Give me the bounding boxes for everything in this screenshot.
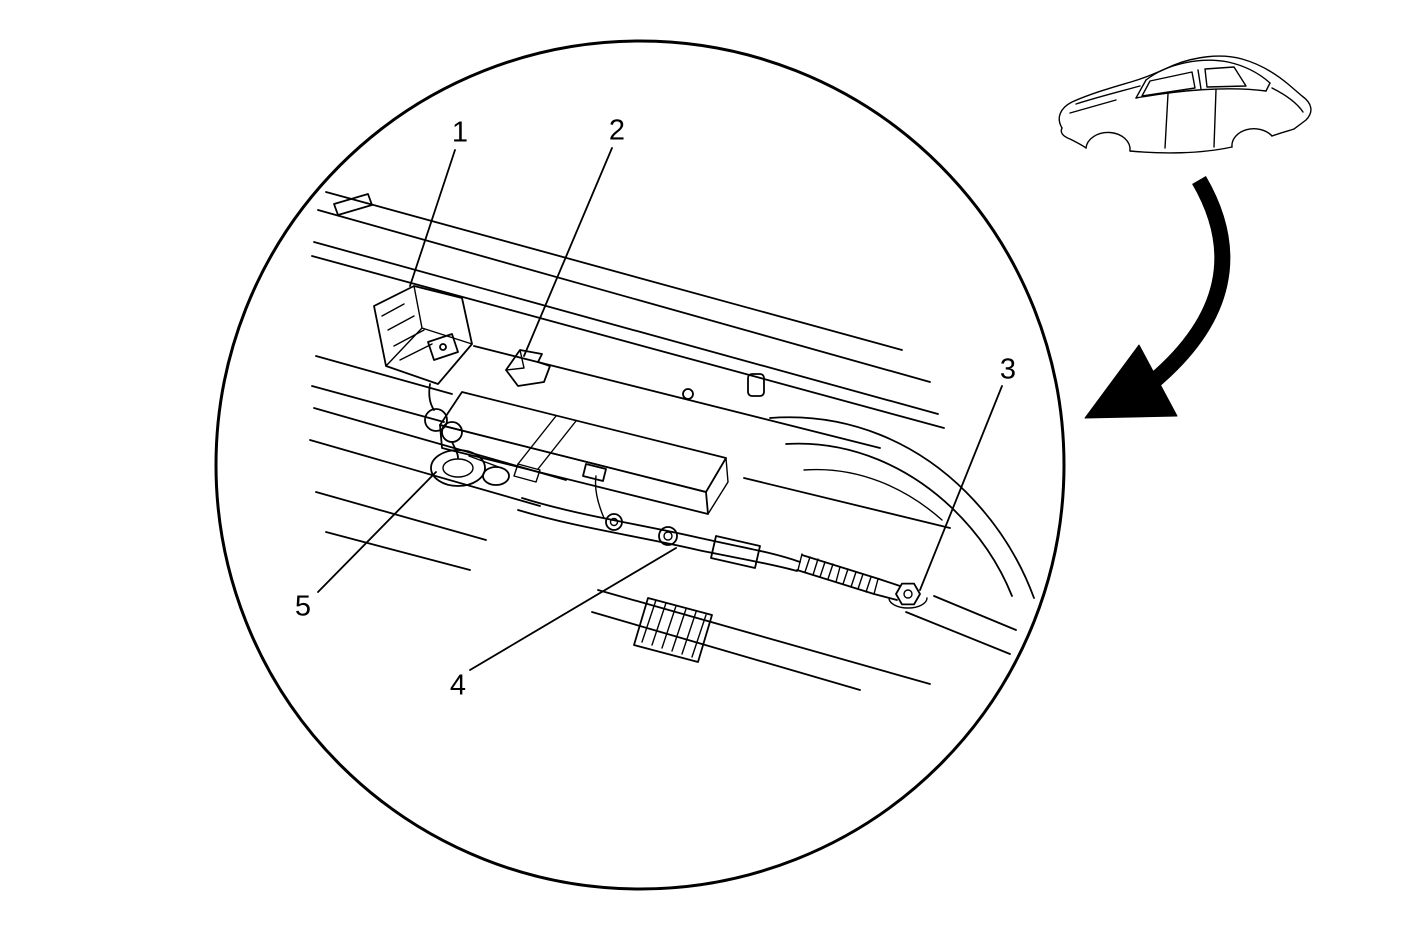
callout-label-1: 1: [451, 116, 469, 149]
callout-label-2: 2: [608, 114, 626, 147]
vent-grille-hatch: [591, 589, 1017, 691]
direction-arrow-icon: [1084, 175, 1231, 419]
leader-line-4: [469, 547, 677, 671]
component-2-bracket: [505, 349, 551, 387]
leader-line-5: [317, 471, 437, 593]
package-shelf-panel-lines: [311, 191, 951, 529]
component-4-harness: [517, 463, 901, 601]
leader-lines: [317, 147, 1003, 671]
leader-line-1: [409, 149, 456, 287]
callout-label-3: 3: [999, 353, 1017, 386]
car-body-inset-icon: [1058, 55, 1312, 154]
leader-line-3: [919, 385, 1003, 591]
callout-label-4: 4: [449, 669, 467, 702]
quarter-panel-curves: [769, 416, 1035, 599]
seatback-lines: [309, 407, 567, 571]
component-1-module: [373, 285, 473, 459]
leader-line-2: [523, 147, 613, 357]
amplifier-box: [439, 391, 729, 515]
detail-enclosure-circle: [214, 39, 1066, 891]
callout-label-5: 5: [294, 590, 312, 623]
component-3-bolt: [888, 582, 928, 609]
